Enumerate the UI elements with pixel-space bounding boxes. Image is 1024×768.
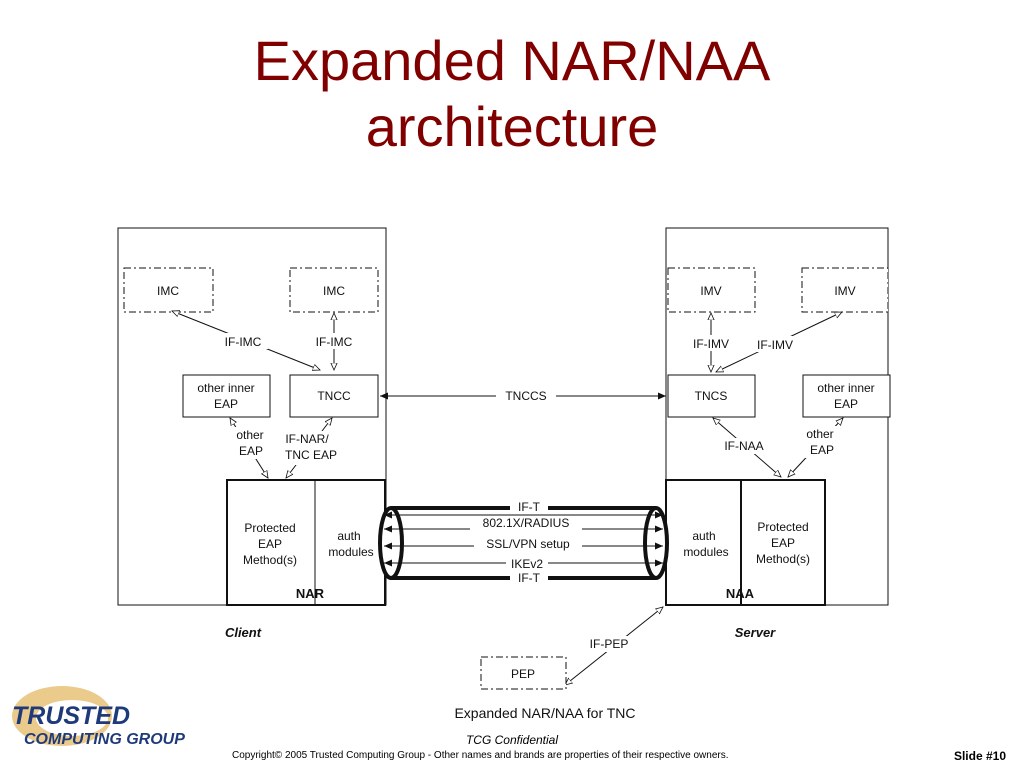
slide-number: Slide #10 <box>953 749 1006 763</box>
logo-line1: TRUSTED <box>12 702 130 730</box>
if-pep-label: IF-PEP <box>590 637 629 651</box>
pep-box <box>480 656 567 690</box>
naa-label: NAA <box>726 586 755 601</box>
imv-left-label: IMV <box>700 284 721 298</box>
client-other-inner-eap-box <box>182 374 271 418</box>
if-imv-right-bg <box>750 336 800 352</box>
if-nar-line2: TNC EAP <box>285 448 337 462</box>
imc-left-box <box>123 267 214 313</box>
server-other-inner-eap-line1: other inner <box>817 381 874 395</box>
if-imc-left-bg <box>218 333 268 349</box>
imv-left-box <box>667 267 756 313</box>
tncc-label: TNCC <box>317 389 351 403</box>
server-other-eap-bg <box>800 426 842 458</box>
server-other-inner-eap-line2: EAP <box>834 397 858 411</box>
nar-box <box>226 479 386 606</box>
imv-right-label: IMV <box>834 284 855 298</box>
nar-label: NAR <box>296 586 325 601</box>
imv-right-box <box>801 267 889 313</box>
server-other-eap-line1: other <box>806 427 833 441</box>
imc-right-label: IMC <box>323 284 345 298</box>
if-nar-line1: IF-NAR/ <box>285 432 329 446</box>
client-other-inner-eap-line1: other inner <box>197 381 254 395</box>
tunnel-ssl-vpn-label: SSL/VPN setup <box>486 537 570 551</box>
tncs-box <box>667 374 756 418</box>
tncc-box <box>289 374 379 418</box>
if-imv-left-bg <box>686 335 736 351</box>
server-auth-modules-line1: auth <box>692 529 715 543</box>
if-imv-right-label: IF-IMV <box>757 338 793 352</box>
if-naa-label: IF-NAA <box>724 439 763 453</box>
imc-left-label: IMC <box>157 284 179 298</box>
client-protected-eap-line1: Protected <box>244 521 295 535</box>
tunnel-ikev2-label: IKEv2 <box>511 557 543 571</box>
if-imc-right-label: IF-IMC <box>316 335 353 349</box>
client-protected-eap-line2: EAP <box>258 537 282 551</box>
client-protected-eap-line3: Method(s) <box>243 553 297 567</box>
footer-copyright: Copyright© 2005 Trusted Computing Group … <box>232 750 729 761</box>
if-imc-right-bg <box>309 333 359 349</box>
client-auth-modules-line2: modules <box>328 545 373 559</box>
server-protected-eap-line2: EAP <box>771 536 795 550</box>
if-nar-bg <box>280 431 342 465</box>
tnccs-label: TNCCS <box>505 389 546 403</box>
client-label: Client <box>225 625 262 640</box>
client-auth-modules-line1: auth <box>337 529 360 543</box>
client-other-eap-bg <box>228 427 270 459</box>
tcg-logo: TRUSTED COMPUTING GROUP <box>10 680 210 752</box>
server-auth-modules-line2: modules <box>683 545 728 559</box>
server-protected-eap-line3: Method(s) <box>756 552 810 566</box>
tunnel-ssl-vpn-bg <box>474 537 582 551</box>
imc-right-box <box>289 267 379 313</box>
if-imv-left-label: IF-IMV <box>693 337 729 351</box>
footer-confidential: TCG Confidential <box>465 733 559 747</box>
if-naa-bg <box>718 438 770 454</box>
client-other-inner-eap-line2: EAP <box>214 397 238 411</box>
client-other-eap-line2: EAP <box>239 444 263 458</box>
slide-title-line1: Expanded NAR/NAA <box>253 29 771 92</box>
tunnel-if-t-top-bg <box>510 500 548 514</box>
logo-line2: COMPUTING GROUP <box>24 731 185 748</box>
slide-title: Expanded NAR/NAA architecture <box>0 28 1024 160</box>
server-protected-eap-line1: Protected <box>757 520 808 534</box>
slide-title-line2: architecture <box>365 95 659 158</box>
tunnel-left-ring <box>378 506 404 580</box>
pep-label: PEP <box>511 667 535 681</box>
tunnel-radius-bg <box>470 516 582 530</box>
tunnel-if-t-top-label: IF-T <box>518 500 541 514</box>
tunnel-right-ring <box>643 506 669 580</box>
server-other-eap-line2: EAP <box>810 443 834 457</box>
tunnel-if-t-bottom-label: IF-T <box>518 571 541 585</box>
naa-box <box>665 479 826 606</box>
client-other-eap-line1: other <box>236 428 263 442</box>
server-other-inner-eap-box <box>802 374 891 418</box>
tunnel-radius-label: 802.1X/RADIUS <box>483 516 570 530</box>
diagram-caption: Expanded NAR/NAA for TNC <box>454 705 635 721</box>
tunnel-ikev2-bg <box>506 557 548 571</box>
server-label: Server <box>735 625 776 640</box>
tncs-label: TNCS <box>695 389 728 403</box>
tunnel-if-t-bottom-bg <box>510 571 548 585</box>
if-pep-bg <box>584 636 634 652</box>
tnccs-label-bg <box>496 388 556 404</box>
if-imc-left-label: IF-IMC <box>225 335 262 349</box>
